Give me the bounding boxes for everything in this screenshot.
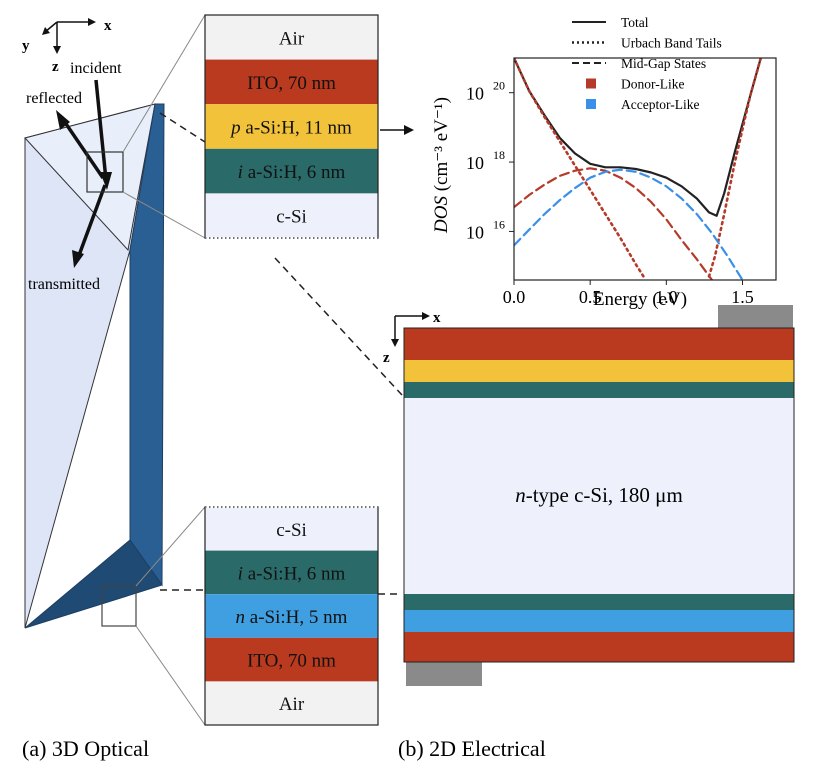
stack-label-csi: c-Si [276,207,307,228]
legend-label: Mid-Gap States [621,56,706,71]
stack-layer-p-asi [205,104,378,149]
csi-bulk [404,398,794,594]
stack-label-air: Air [279,28,305,49]
x-tick-label: 0.5 [579,287,602,307]
pyramid-bottom-wedge [24,539,163,629]
axis-x-label: x [433,310,441,326]
stack-layer-i-asi [205,550,378,595]
bulk-label: n-type c-Si, 180 μm [515,483,683,507]
series-line-3 [514,167,714,280]
axis-x-label: x [104,18,112,34]
incident-ray [94,79,108,181]
stack-label-i-asi: i a-Si:H, 6 nm [238,563,346,584]
legend-label: Acceptor-Like [621,97,699,112]
bottom-layer-stack: c-Si i a-Si:H, 6 nm n a-Si:H, 5 nm ITO, 70 … [204,506,379,726]
stack-layer-ito [205,637,378,682]
axis-z-label: z [383,350,390,366]
stack-layer-air [205,681,378,725]
ito-bottom-layer [404,632,794,662]
stack-label-i-asi: i a-Si:H, 6 nm [238,162,346,183]
p-layer-to-dos-arrow [380,125,414,135]
y-tick-exponent: 16 [493,217,505,231]
x-tick-label: 1.5 [731,287,754,307]
series-line-4 [514,168,744,280]
incident-label: incident [70,60,122,77]
i-asi-top-layer [404,382,794,398]
stack-label-csi: c-Si [276,520,307,541]
transmitted-arrowhead [72,250,84,268]
reflected-label: reflected [26,90,82,107]
legend-label: Total [621,15,649,30]
y-tick-exponent: 20 [493,79,505,93]
optical-axes: x y z [22,18,112,75]
p-asi-layer [404,360,794,382]
stack-label-air: Air [279,694,305,715]
optical-panel: x y z incident reflected transmitted [22,14,206,726]
legend-label: Urbach Band Tails [621,36,722,51]
x-tick-label: 0.0 [503,287,526,307]
top-zoom-box [86,151,124,193]
y-tick-label: 10 [466,84,484,104]
series-line-0 [514,58,762,217]
transmitted-ray [76,184,107,259]
ray-arrows [56,79,112,268]
reflected-ray [60,117,105,179]
legend-swatch [586,78,596,89]
x-axis-label: Energy (eV) [593,289,687,310]
transmitted-label: transmitted [28,276,100,293]
x-tick-label: 1.0 [655,287,678,307]
legend-label: Donor-Like [621,77,684,92]
plot-area [514,58,763,280]
stack-label-ito: ITO, 70 nm [247,73,336,94]
stack-layer-csi [205,507,378,551]
plot-frame [513,57,777,281]
optical-caption: (a) 3D Optical [22,736,149,761]
y-axis-label: DOS (cm⁻³ eV⁻¹) [431,97,452,234]
stack-layer-i-asi [205,148,378,194]
stack-label-n-asi: n a-Si:H, 5 nm [236,607,348,628]
stack-layer-ito [205,59,378,105]
connector-lines [159,112,403,595]
y-tick-exponent: 18 [493,148,505,162]
electrical-panel: n-type c-Si, 180 μm x z [383,305,795,686]
y-tick-label: 10 [466,222,484,242]
ito-top-layer [404,328,794,360]
stack-layer-air [205,15,378,60]
bottom-contact [406,662,482,686]
stack-layer-csi [205,193,378,238]
n-asi-layer [404,610,794,632]
axis-z-label: z [52,59,59,75]
top-contact [718,305,793,329]
stack-layer-n-asi [205,594,378,638]
axis-y-label: y [22,38,30,54]
electrical-caption: (b) 2D Electrical [398,736,546,761]
series-line-2 [707,58,763,278]
i-asi-bottom-layer [404,594,794,610]
legend-swatch [586,99,596,109]
stack-label-p-asi: p a-Si:H, 11 nm [229,118,352,139]
bottom-zoom-box [101,585,137,627]
stack-label-ito: ITO, 70 nm [247,651,336,672]
device-outline [403,327,795,663]
series-line-1 [514,58,645,278]
reflected-arrowhead [56,110,70,130]
y-tick-label: 10 [466,153,484,173]
pyramid-top-facet [24,103,156,252]
electrical-axes: x z [383,310,441,366]
